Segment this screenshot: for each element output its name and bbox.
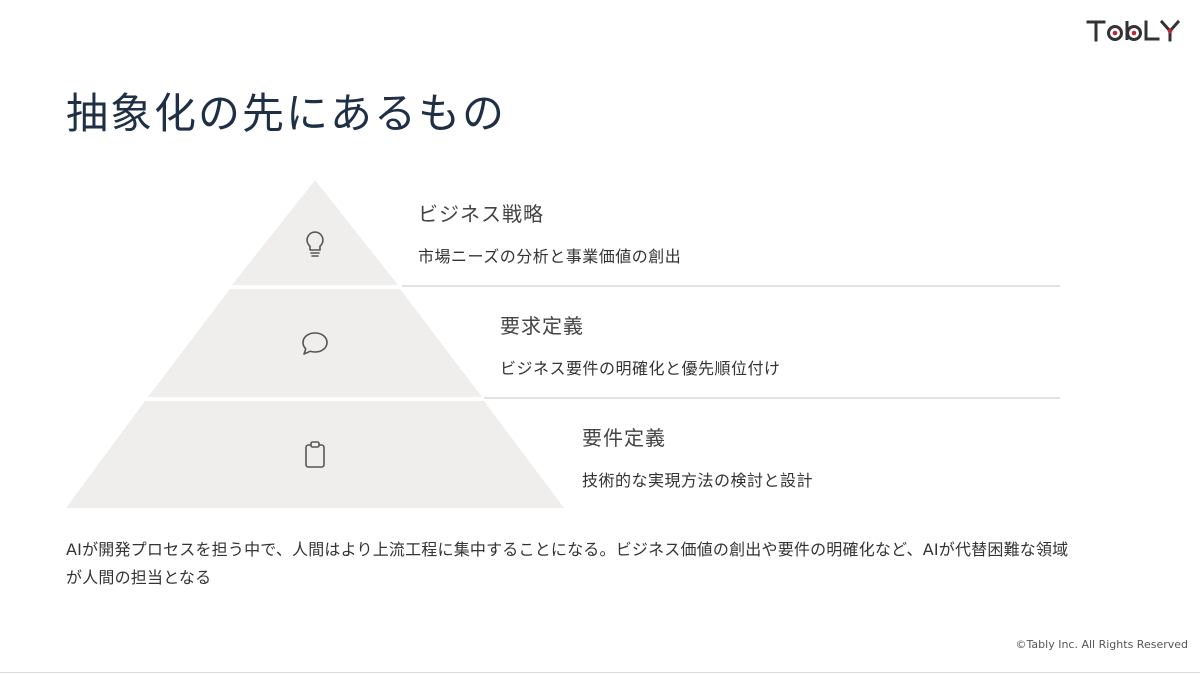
tier-1-description: 市場ニーズの分析と事業価値の創出 [418, 247, 682, 266]
lightbulb-icon [306, 231, 324, 257]
tably-logo [1086, 19, 1181, 42]
page-title: 抽象化の先にあるもの [66, 89, 507, 138]
summary-text: AIが開発プロセスを担う中で、人間はより上流工程に集中することになる。ビジネス価… [66, 540, 1069, 587]
tier-3-title: 要件定義 [582, 426, 666, 450]
copyright: ©Tably Inc. All Rights Reserved [1015, 638, 1188, 651]
clipboard-icon [305, 441, 325, 468]
tier-2-title: 要求定義 [500, 314, 584, 338]
pyramid-tier-3 [66, 401, 564, 508]
pyramid-tier-2 [148, 289, 482, 397]
tier-3-description: 技術的な実現方法の検討と設計 [582, 471, 814, 490]
footer-divider [0, 672, 1200, 673]
speech-bubble-icon [302, 332, 328, 355]
tier-2-description: ビジネス要件の明確化と優先順位付け [500, 359, 781, 378]
tier-1-title: ビジネス戦略 [418, 202, 544, 226]
